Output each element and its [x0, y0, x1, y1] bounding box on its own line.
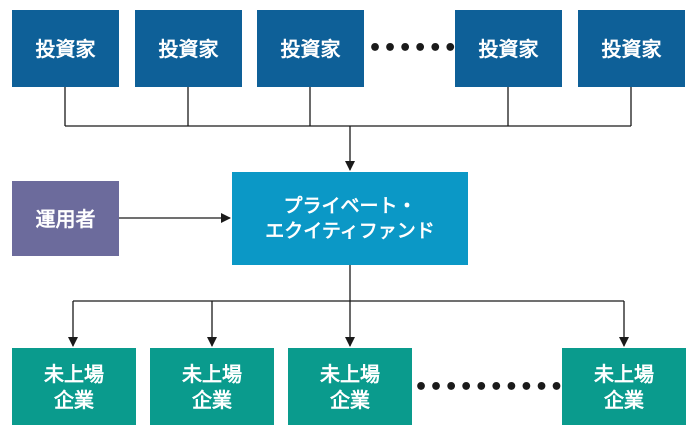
- investor-label: 投資家: [601, 36, 662, 61]
- manager-label: 運用者: [35, 206, 96, 231]
- company-label-line2: 企業: [54, 387, 94, 412]
- manager-box: 運用者: [12, 181, 119, 256]
- company-box-4: 未上場 企業: [562, 348, 686, 425]
- investor-box-3: 投資家: [257, 10, 364, 87]
- company-box-2: 未上場 企業: [150, 348, 274, 425]
- investor-label: 投資家: [280, 36, 341, 61]
- investor-label: 投資家: [35, 36, 96, 61]
- company-label-line2: 企業: [192, 387, 232, 412]
- investor-box-5: 投資家: [578, 10, 685, 87]
- company-box-1: 未上場 企業: [12, 348, 136, 425]
- fund-label-line1: プライベート・: [283, 194, 417, 217]
- company-label-line2: 企業: [330, 387, 370, 412]
- private-equity-fund-box: プライベート・ エクイティファンド: [232, 172, 468, 265]
- investor-label: 投資家: [478, 36, 539, 61]
- company-ellipsis: •••••••••••••: [414, 375, 610, 400]
- investor-box-2: 投資家: [135, 10, 242, 87]
- investor-box-4: 投資家: [455, 10, 562, 87]
- fund-label-line2: エクイティファンド: [265, 219, 435, 242]
- investor-label: 投資家: [158, 36, 219, 61]
- company-label-line1: 未上場: [320, 361, 380, 386]
- company-label-line2: 企業: [604, 387, 644, 412]
- company-label-line1: 未上場: [594, 361, 654, 386]
- company-label-line1: 未上場: [182, 361, 242, 386]
- company-label-line1: 未上場: [44, 361, 104, 386]
- investor-box-1: 投資家: [12, 10, 119, 87]
- company-box-3: 未上場 企業: [288, 348, 412, 425]
